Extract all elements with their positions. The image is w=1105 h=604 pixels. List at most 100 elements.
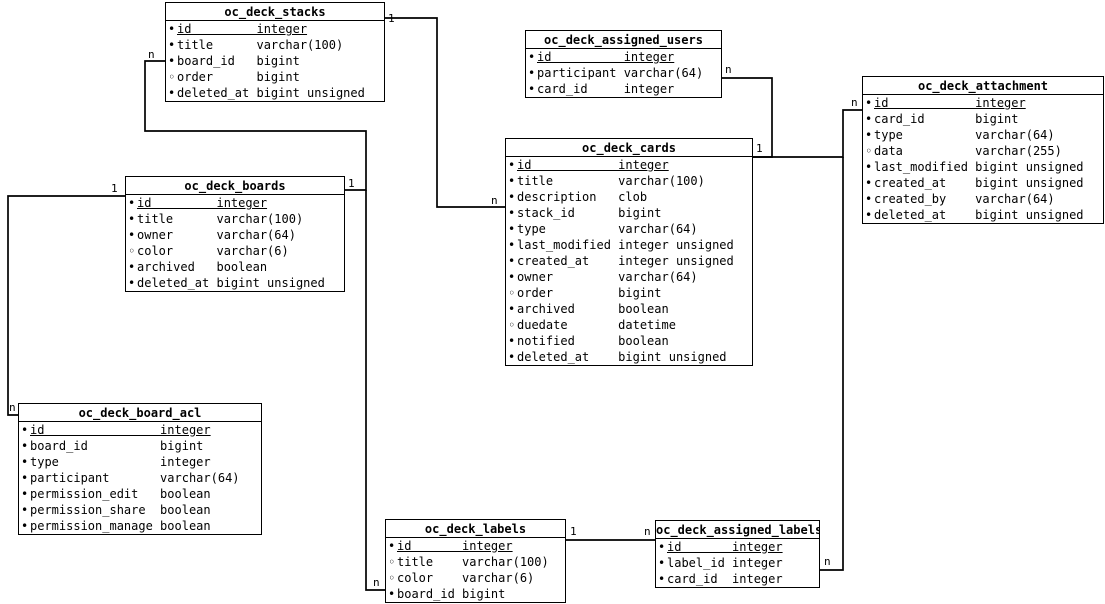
cardinality-label: n — [644, 525, 651, 538]
primary-key-column-text: id integer — [537, 50, 675, 64]
column-duedate: ◦duedate datetime — [506, 317, 752, 333]
cardinality-label: n — [725, 63, 732, 76]
notnull-bullet-icon: • — [508, 350, 516, 364]
column-text: title varchar(100) — [177, 38, 344, 52]
primary-key-column-text: id integer — [30, 423, 211, 437]
column-id: •id integer — [863, 95, 1103, 111]
column-text: type varchar(64) — [517, 222, 698, 236]
column-text: deleted_at bigint unsigned — [177, 86, 365, 100]
column-notified: •notified boolean — [506, 333, 752, 349]
column-id: •id integer — [656, 539, 819, 555]
notnull-bullet-icon: • — [508, 254, 516, 268]
column-text: created_at integer unsigned — [517, 254, 734, 268]
nullable-bullet-icon: ◦ — [508, 286, 516, 300]
cardinality-label: n — [148, 48, 155, 61]
column-permission_edit: •permission_edit boolean — [19, 486, 261, 502]
entity-title: oc_deck_attachment — [863, 77, 1103, 95]
column-text: label_id integer — [667, 556, 783, 570]
column-text: participant varchar(64) — [30, 471, 240, 485]
column-stack_id: •stack_id bigint — [506, 205, 752, 221]
primary-key-column-text: id integer — [397, 539, 513, 553]
column-text: title varchar(100) — [137, 212, 304, 226]
column-board_id: •board_id bigint — [19, 438, 261, 454]
notnull-bullet-icon: • — [508, 174, 516, 188]
column-card_id: •card_id integer — [526, 81, 721, 97]
column-last_modified: •last_modified integer unsigned — [506, 237, 752, 253]
column-text: data varchar(255) — [874, 144, 1062, 158]
cardinality-label: 1 — [111, 182, 118, 195]
notnull-bullet-icon: • — [865, 96, 873, 110]
column-title: •title varchar(100) — [506, 173, 752, 189]
notnull-bullet-icon: • — [508, 302, 516, 316]
entity-title: oc_deck_assigned_labels — [656, 523, 819, 539]
column-text: archived boolean — [137, 260, 268, 274]
notnull-bullet-icon: • — [865, 192, 873, 206]
entity-oc_deck_assigned_users[interactable]: oc_deck_assigned_users•id integer•partic… — [525, 30, 722, 98]
cardinality-label: n — [373, 576, 380, 589]
column-text: type varchar(64) — [874, 128, 1055, 142]
notnull-bullet-icon: • — [21, 423, 29, 437]
column-text: last_modified integer unsigned — [517, 238, 734, 252]
notnull-bullet-icon: • — [21, 519, 29, 533]
entity-oc_deck_attachment[interactable]: oc_deck_attachment•id integer•card_id bi… — [862, 76, 1104, 224]
notnull-bullet-icon: • — [128, 196, 136, 210]
column-permission_manage: •permission_manage boolean — [19, 518, 261, 534]
notnull-bullet-icon: • — [508, 158, 516, 172]
entity-oc_deck_assigned_labels[interactable]: oc_deck_assigned_labels•id integer•label… — [655, 520, 820, 588]
column-text: order bigint — [517, 286, 662, 300]
nullable-bullet-icon: ◦ — [508, 318, 516, 332]
column-data: ◦data varchar(255) — [863, 143, 1103, 159]
entity-oc_deck_cards[interactable]: oc_deck_cards•id integer•title varchar(1… — [505, 138, 753, 366]
cardinality-label: n — [491, 194, 498, 207]
notnull-bullet-icon: • — [168, 22, 176, 36]
column-id: •id integer — [19, 422, 261, 438]
column-archived: •archived boolean — [506, 301, 752, 317]
entity-oc_deck_stacks[interactable]: oc_deck_stacks•id integer•title varchar(… — [165, 2, 385, 102]
notnull-bullet-icon: • — [128, 228, 136, 242]
entity-oc_deck_boards[interactable]: oc_deck_boards•id integer•title varchar(… — [125, 176, 345, 292]
column-id: •id integer — [526, 49, 721, 65]
notnull-bullet-icon: • — [388, 539, 396, 553]
column-owner: •owner varchar(64) — [126, 227, 344, 243]
column-text: archived boolean — [517, 302, 669, 316]
notnull-bullet-icon: • — [168, 86, 176, 100]
cardinality-label: n — [851, 96, 858, 109]
notnull-bullet-icon: • — [168, 38, 176, 52]
column-text: card_id integer — [667, 572, 783, 586]
column-deleted_at: •deleted_at bigint unsigned — [506, 349, 752, 365]
column-text: permission_share boolean — [30, 503, 211, 517]
column-order: ◦order bigint — [506, 285, 752, 301]
column-card_id: •card_id bigint — [863, 111, 1103, 127]
notnull-bullet-icon: • — [658, 540, 666, 554]
column-text: board_id bigint — [177, 54, 300, 68]
relationship-line-oc_deck_boards-oc_deck_board_acl — [7, 195, 125, 416]
primary-key-column-text: id integer — [177, 22, 308, 36]
column-type: •type integer — [19, 454, 261, 470]
entity-title: oc_deck_assigned_users — [526, 31, 721, 49]
entity-title: oc_deck_boards — [126, 177, 344, 195]
nullable-bullet-icon: ◦ — [388, 571, 396, 585]
relationship-line-oc_deck_stacks-oc_deck_cards — [385, 17, 505, 208]
column-text: notified boolean — [517, 334, 669, 348]
column-title: •title varchar(100) — [126, 211, 344, 227]
column-participant: •participant varchar(64) — [526, 65, 721, 81]
entity-title: oc_deck_cards — [506, 139, 752, 157]
column-title: •title varchar(100) — [166, 37, 384, 53]
notnull-bullet-icon: • — [128, 260, 136, 274]
entity-oc_deck_labels[interactable]: oc_deck_labels•id integer◦title varchar(… — [385, 519, 566, 603]
notnull-bullet-icon: • — [168, 54, 176, 68]
relationship-line-oc_deck_cards-oc_deck_assigned_labels — [820, 157, 844, 571]
entity-oc_deck_board_acl[interactable]: oc_deck_board_acl•id integer•board_id bi… — [18, 403, 262, 535]
column-text: owner varchar(64) — [137, 228, 296, 242]
column-text: color varchar(6) — [397, 571, 535, 585]
column-owner: •owner varchar(64) — [506, 269, 752, 285]
column-text: created_at bigint unsigned — [874, 176, 1084, 190]
column-text: title varchar(100) — [397, 555, 549, 569]
column-permission_share: •permission_share boolean — [19, 502, 261, 518]
notnull-bullet-icon: • — [658, 572, 666, 586]
relationship-line-oc_deck_cards-oc_deck_attachment — [753, 109, 862, 158]
notnull-bullet-icon: • — [508, 206, 516, 220]
column-id: •id integer — [126, 195, 344, 211]
